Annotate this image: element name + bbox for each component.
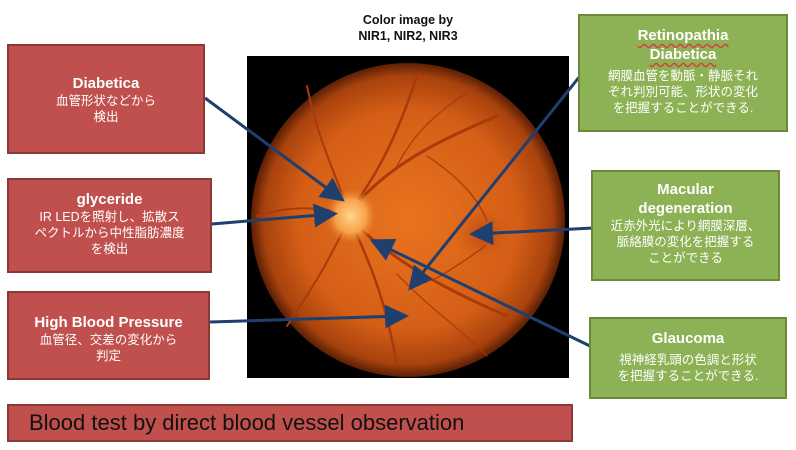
glyceride-description: IR LEDを照射し、拡散ス ペクトルから中性脂肪濃度 を検出	[34, 210, 185, 256]
image-caption: Color image by NIR1, NIR2, NIR3	[298, 12, 518, 44]
glaucoma-description: 視神経乳頭の色調と形状 を把握することができる.	[617, 353, 759, 383]
high-blood-pressure-title: High Blood Pressure	[34, 314, 183, 331]
retinopathia-box: Retinopathia Diabetica 網膜血管を動脈・静脈それ ぞれ判別…	[578, 14, 788, 132]
glyceride-title: glyceride	[76, 191, 143, 208]
arrow-glyceride	[211, 203, 338, 228]
caption-line-2: NIR1, NIR2, NIR3	[358, 29, 458, 43]
macular-degeneration-box: Macular degeneration 近赤外光により網膜深層、 脈絡膜の変化…	[591, 170, 780, 281]
glaucoma-title: Glaucoma	[651, 330, 725, 347]
high-blood-pressure-description: 血管径、交差の変化から 判定	[39, 333, 178, 363]
glaucoma-box: Glaucoma 視神経乳頭の色調と形状 を把握することができる.	[589, 317, 787, 399]
diabetica-description: 血管形状などから 検出	[55, 94, 156, 124]
macular-degeneration-description: 近赤外光により網膜深層、 脈絡膜の変化を把握する ことができる	[610, 219, 761, 265]
arrow-retinopathia	[408, 75, 582, 291]
arrow-high-blood-pressure	[209, 304, 409, 329]
retinopathia-description: 網膜血管を動脈・静脈それ ぞれ判別可能、形状の変化 を把握することができる.	[607, 69, 758, 115]
arrow-macular	[469, 221, 594, 246]
macular-degeneration-title: Macular degeneration	[638, 181, 733, 217]
retina-illustration	[251, 63, 565, 377]
optic-disc	[325, 188, 377, 244]
diabetica-title: Diabetica	[72, 75, 140, 92]
caption-line-1: Color image by	[362, 13, 454, 27]
high-blood-pressure-box: High Blood Pressure 血管径、交差の変化から 判定	[7, 291, 210, 380]
footer-banner: Blood test by direct blood vessel observ…	[7, 404, 573, 442]
arrow-glaucoma	[369, 239, 591, 348]
arrow-diabetica	[204, 96, 345, 202]
glyceride-box: glyceride IR LEDを照射し、拡散ス ペクトルから中性脂肪濃度 を検…	[7, 178, 212, 273]
diabetica-box: Diabetica 血管形状などから 検出	[7, 44, 205, 154]
retinopathia-title: Retinopathia Diabetica	[637, 27, 729, 63]
retina-disc	[251, 63, 565, 377]
